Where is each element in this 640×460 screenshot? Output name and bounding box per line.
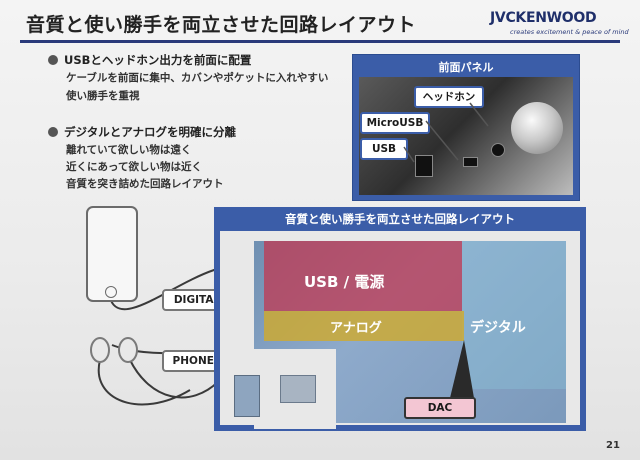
bullet-dot-icon bbox=[48, 127, 58, 137]
headphone-jack-image bbox=[491, 143, 505, 157]
digital-zone-label: デジタル bbox=[470, 320, 526, 336]
bullet-2-heading: デジタルとアナログを明確に分離 bbox=[48, 124, 236, 140]
dac-label: DAC bbox=[404, 397, 476, 419]
home-button-icon bbox=[105, 286, 117, 298]
bullet-1-line-1: ケーブルを前面に集中、カバンやポケットに入れやすい bbox=[66, 72, 329, 84]
page-number: 21 bbox=[606, 440, 620, 451]
company-logo: JVCKENWOOD bbox=[490, 10, 597, 26]
digital-zone bbox=[462, 241, 566, 389]
usb-power-zone-label: USB / 電源 bbox=[304, 273, 385, 291]
usb-power-zone bbox=[264, 241, 462, 311]
volume-knob-image bbox=[511, 102, 563, 154]
company-tagline: creates excitement & peace of mind bbox=[510, 28, 629, 36]
board-photo-area: USB / 電源 アナログ デジタル bbox=[220, 231, 580, 429]
bullet-dot-icon bbox=[48, 55, 58, 65]
circuit-board-figure: 音質と使い勝手を両立させた回路レイアウト USB / 電源 アナログ デジタル bbox=[214, 207, 586, 431]
analog-zone-label: アナログ bbox=[330, 321, 382, 336]
bullet-2-heading-text: デジタルとアナログを明確に分離 bbox=[64, 125, 237, 139]
headphone-label: ヘッドホン bbox=[414, 86, 484, 108]
board-figure-title: 音質と使い勝手を両立させた回路レイアウト bbox=[285, 212, 515, 226]
bullet-2-line-2: 近くにあって欲しい物は近く bbox=[66, 161, 202, 173]
bullet-1-heading-text: USBとヘッドホン出力を前面に配置 bbox=[64, 53, 252, 67]
bullet-1-line-2: 使い勝手を重視 bbox=[66, 90, 140, 102]
bullet-2-line-1: 離れていて欲しい物は遠く bbox=[66, 144, 192, 156]
smartphone-illustration bbox=[86, 206, 138, 302]
headphone-jack-component bbox=[234, 375, 260, 417]
connector-component bbox=[280, 375, 316, 403]
microusb-label: MicroUSB bbox=[360, 112, 430, 134]
bullet-1-heading: USBとヘッドホン出力を前面に配置 bbox=[48, 52, 251, 68]
analog-zone bbox=[264, 311, 464, 341]
front-panel-title: 前面パネル bbox=[438, 61, 494, 74]
bullet-2-line-3: 音質を突き詰めた回路レイアウト bbox=[66, 178, 224, 190]
usb-port-image bbox=[415, 155, 433, 177]
slide-title: 音質と使い勝手を両立させた回路レイアウト bbox=[26, 14, 417, 36]
usb-label: USB bbox=[360, 138, 408, 160]
microusb-port-image bbox=[463, 157, 478, 167]
front-panel-figure: 前面パネル bbox=[352, 54, 580, 201]
title-underline bbox=[20, 40, 620, 43]
